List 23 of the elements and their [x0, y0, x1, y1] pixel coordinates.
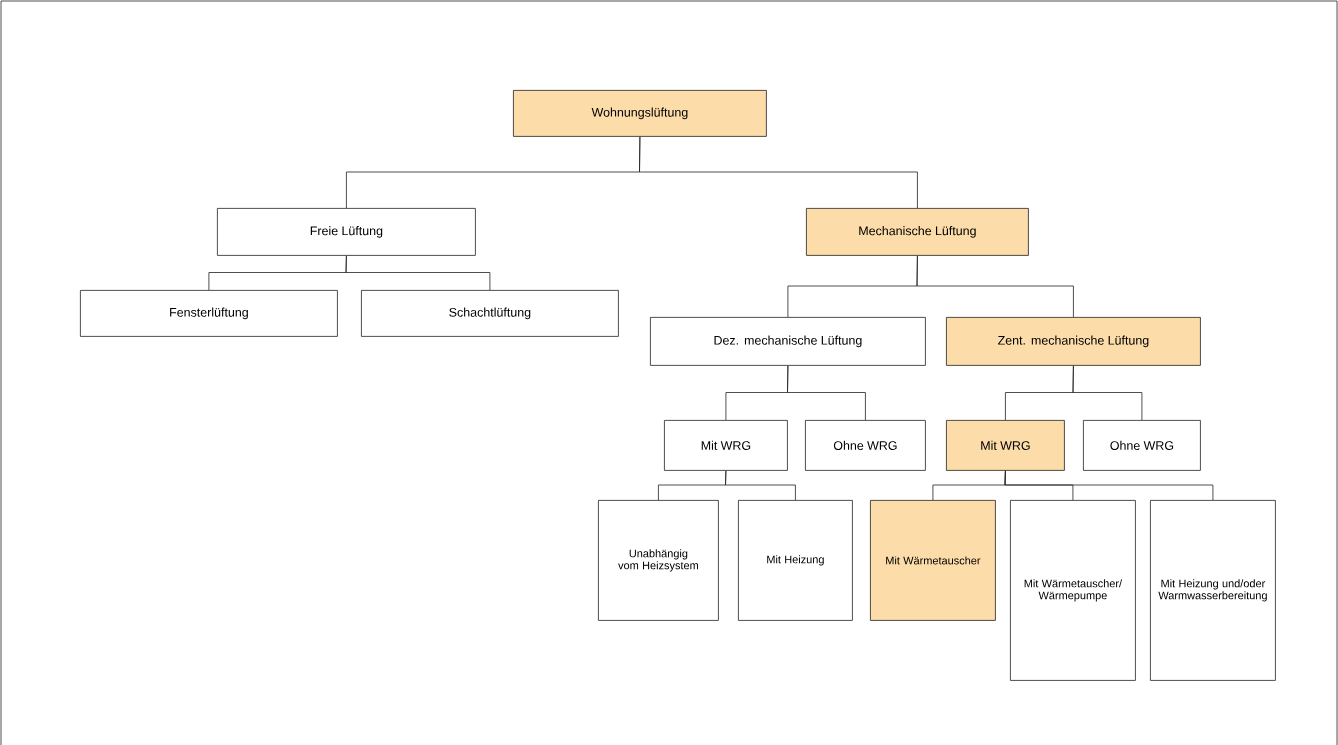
category-box: Wohnungslüftung — [513, 90, 767, 137]
category-box: Schachtlüftung — [361, 290, 619, 337]
category-box: Mit Heizung — [738, 500, 853, 621]
category-box: Mit WRG — [946, 420, 1065, 471]
category-box: Unabhängig vom Heizsystem — [598, 500, 719, 621]
connector-line — [345, 255, 491, 291]
connector-line — [916, 255, 1074, 318]
category-box: Mit WRG — [664, 420, 788, 471]
category-box: Zent. mechanische Lüftung — [946, 317, 1201, 366]
category-box: Ohne WRG — [805, 420, 926, 471]
connector-line — [1072, 365, 1143, 421]
category-box: Mit Heizung und/oder Warmwasserbereitung — [1150, 500, 1276, 681]
category-box: Ohne WRG — [1083, 420, 1201, 471]
category-box: Freie Lüftung — [217, 208, 476, 256]
category-box: Mit Wärmetauscher/Wärmepumpe — [1010, 500, 1136, 681]
connector-line — [639, 136, 918, 209]
category-box: Mechanische Lüftung — [806, 208, 1029, 256]
category-box: Mit Wärmetauscher — [870, 500, 996, 621]
connector-line — [1004, 470, 1214, 501]
category-box: Dez. mechanische Lüftung — [650, 317, 926, 366]
connector-line — [725, 470, 796, 501]
connector-line — [787, 365, 866, 421]
category-box: Fensterlüftung — [80, 290, 338, 337]
